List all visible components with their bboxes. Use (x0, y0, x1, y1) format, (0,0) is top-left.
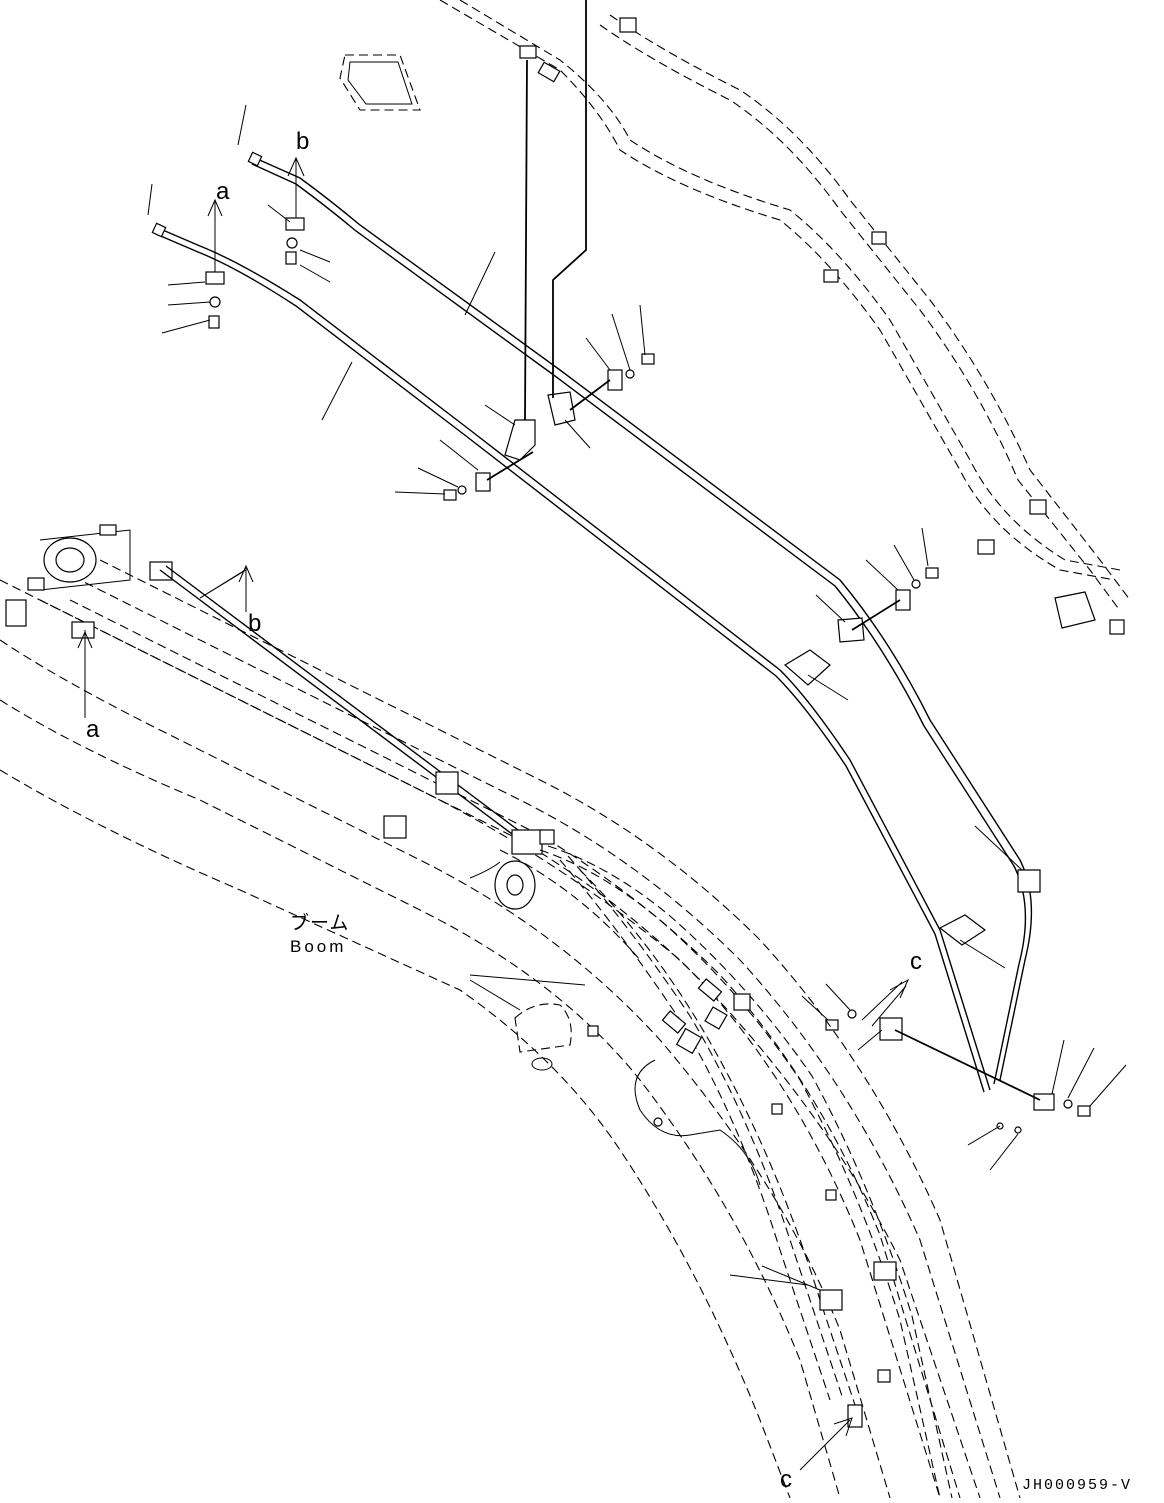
ref-label-a-top: a (216, 178, 230, 205)
reference-arrows (77, 156, 910, 1471)
ref-label-c-boom: c (780, 1466, 792, 1493)
drawing-code: JH000959-V (1022, 1477, 1133, 1494)
ref-label-b-top: b (296, 128, 310, 155)
boom-label-japanese: ブーム (290, 913, 350, 934)
pipe-b-detail (247, 151, 1033, 1085)
ref-label-b-boom: b (248, 610, 262, 637)
boom-hoses (499, 845, 953, 1499)
boom-structure (0, 559, 1021, 1499)
direction-placard (339, 54, 421, 111)
boom-label-english: Boom (290, 937, 347, 956)
ref-label-c-detail: c (910, 948, 922, 975)
leader-lines (147, 104, 1127, 1171)
boom-foot (5, 524, 173, 639)
reference-wires (486, 0, 1041, 1101)
ref-label-a-boom: a (86, 716, 100, 743)
boom-fittings (469, 974, 897, 1428)
boom-piping (159, 565, 555, 910)
upper-dashed-pipes (439, 0, 1131, 635)
detail-clamps (205, 217, 1091, 1134)
pipe-a-detail (151, 222, 991, 1093)
